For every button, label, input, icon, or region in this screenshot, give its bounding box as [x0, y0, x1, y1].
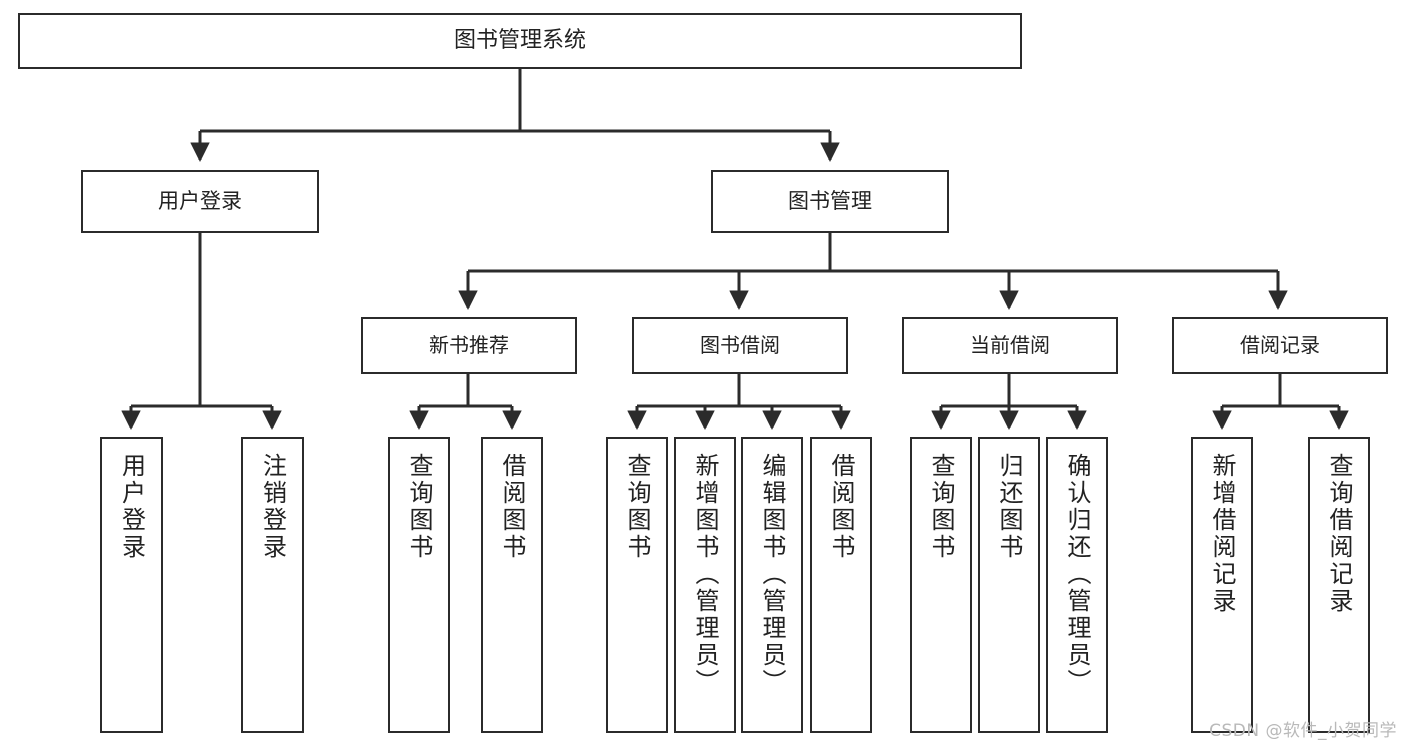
node-borrow-records[interactable]: 借阅记录 [1172, 317, 1388, 374]
node-label: 查询图书 [405, 453, 433, 561]
node-label: 借阅图书 [827, 453, 855, 561]
leaf-add-borrow-record[interactable]: 新增借阅记录 [1191, 437, 1253, 733]
watermark: CSDN @软件_小贺同学 [1209, 721, 1397, 741]
node-book-borrow[interactable]: 图书借阅 [632, 317, 848, 374]
node-root-system[interactable]: 图书管理系统 [18, 13, 1022, 69]
leaf-logout[interactable]: 注销登录 [241, 437, 304, 733]
node-label: 用户登录 [117, 453, 146, 561]
node-label: 当前借阅 [970, 333, 1050, 357]
leaf-query-borrow-record[interactable]: 查询借阅记录 [1308, 437, 1370, 733]
node-label: 图书管理 [788, 189, 872, 214]
node-label: 归还图书 [995, 453, 1023, 561]
node-user-login[interactable]: 用户登录 [81, 170, 319, 233]
leaf-add-book-admin[interactable]: 新增图书（管理员） [674, 437, 736, 733]
leaf-query-book-borrow[interactable]: 查询图书 [606, 437, 668, 733]
node-label: 借阅记录 [1240, 333, 1320, 357]
node-label: 查询借阅记录 [1325, 453, 1353, 615]
node-label: 注销登录 [258, 453, 287, 561]
leaf-confirm-return-admin[interactable]: 确认归还（管理员） [1046, 437, 1108, 733]
node-new-book-recommend[interactable]: 新书推荐 [361, 317, 577, 374]
node-label: 查询图书 [927, 453, 955, 561]
node-current-borrow[interactable]: 当前借阅 [902, 317, 1118, 374]
node-label: 用户登录 [158, 189, 242, 214]
node-label: 图书管理系统 [453, 28, 586, 54]
leaf-query-book-newbook[interactable]: 查询图书 [388, 437, 450, 733]
node-book-management[interactable]: 图书管理 [711, 170, 949, 233]
leaf-return-book[interactable]: 归还图书 [978, 437, 1040, 733]
leaf-user-login[interactable]: 用户登录 [100, 437, 163, 733]
node-label: 编辑图书（管理员） [758, 453, 786, 696]
leaf-query-book-current[interactable]: 查询图书 [910, 437, 972, 733]
leaf-borrow-book[interactable]: 借阅图书 [810, 437, 872, 733]
node-label: 新书推荐 [429, 333, 509, 357]
leaf-borrow-book-newbook[interactable]: 借阅图书 [481, 437, 543, 733]
node-label: 新增图书（管理员） [691, 453, 719, 696]
node-label: 借阅图书 [498, 453, 526, 561]
node-label: 图书借阅 [700, 333, 780, 357]
leaf-edit-book-admin[interactable]: 编辑图书（管理员） [741, 437, 803, 733]
node-label: 确认归还（管理员） [1063, 453, 1091, 696]
node-label: 新增借阅记录 [1208, 453, 1236, 615]
node-label: 查询图书 [623, 453, 651, 561]
